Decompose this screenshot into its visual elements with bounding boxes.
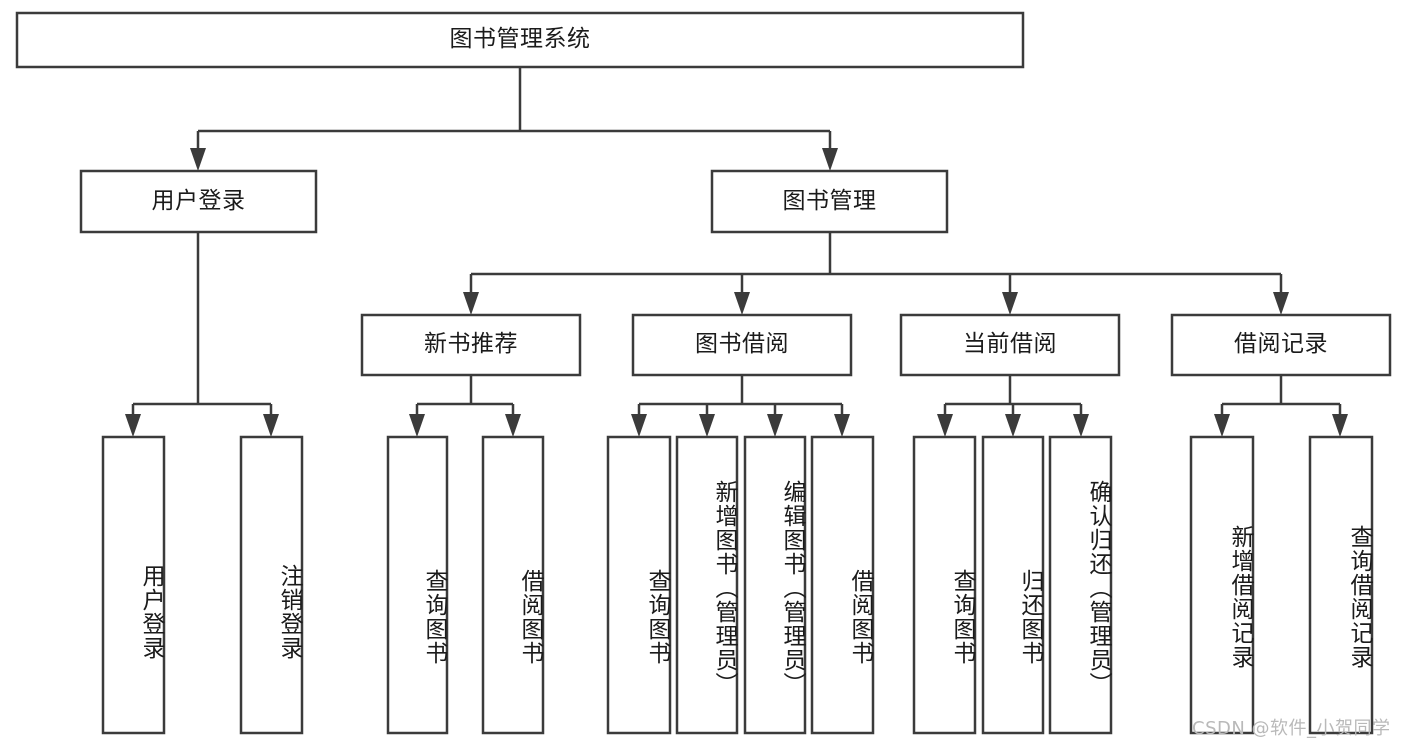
node-box-new-book-recommend[interactable] [360,313,582,377]
arrow-user-login-leaf-1 [125,414,141,437]
node-box-leaf-user-login[interactable] [101,435,166,735]
arrow-bm-to-book-borrow [734,292,750,315]
arrow-br-leaf-2 [1332,414,1348,437]
node-box-leaf-add-record[interactable] [1189,435,1255,735]
node-box-leaf-query-book-2[interactable] [606,435,672,735]
node-box-leaf-add-book[interactable] [675,435,739,735]
node-box-leaf-query-book-1[interactable] [386,435,449,735]
arrow-nbr-leaf-2 [505,414,521,437]
arrow-bb-leaf-1 [631,414,647,437]
csdn-watermark: CSDN @软件_小贺同学 [1192,718,1391,739]
node-box-root[interactable] [15,11,1025,69]
node-box-borrow-record[interactable] [1170,313,1392,377]
node-box-book-management[interactable] [710,169,949,234]
node-box-leaf-query-book-3[interactable] [912,435,977,735]
node-box-book-borrow[interactable] [631,313,853,377]
connector-layer [125,67,1348,437]
arrow-cb-leaf-2 [1005,414,1021,437]
node-box-leaf-edit-book[interactable] [743,435,807,735]
arrow-bb-leaf-4 [834,414,850,437]
arrow-bb-leaf-2 [699,414,715,437]
arrow-bb-leaf-3 [767,414,783,437]
arrow-bm-to-new-book-recommend [463,292,479,315]
node-box-current-borrow[interactable] [899,313,1121,377]
arrow-br-leaf-1 [1214,414,1230,437]
node-box-user-login[interactable] [79,169,318,234]
node-box-leaf-borrow-book-2[interactable] [810,435,875,735]
arrow-bm-to-borrow-record [1273,292,1289,315]
arrow-bm-to-current-borrow [1002,292,1018,315]
node-box-leaf-query-record[interactable] [1308,435,1374,735]
node-box-leaf-confirm-return[interactable] [1048,435,1113,735]
node-box-leaf-borrow-book-1[interactable] [481,435,545,735]
arrow-nbr-leaf-1 [409,414,425,437]
arrow-user-login-leaf-2 [263,414,279,437]
node-box-leaf-logout-login[interactable] [239,435,304,735]
node-box-leaf-return-book[interactable] [981,435,1045,735]
arrow-root-to-book-management [822,148,838,171]
arrow-cb-leaf-3 [1073,414,1089,437]
arrow-root-to-user-login [190,148,206,171]
node-box-layer [15,11,1392,735]
arrow-cb-leaf-1 [937,414,953,437]
